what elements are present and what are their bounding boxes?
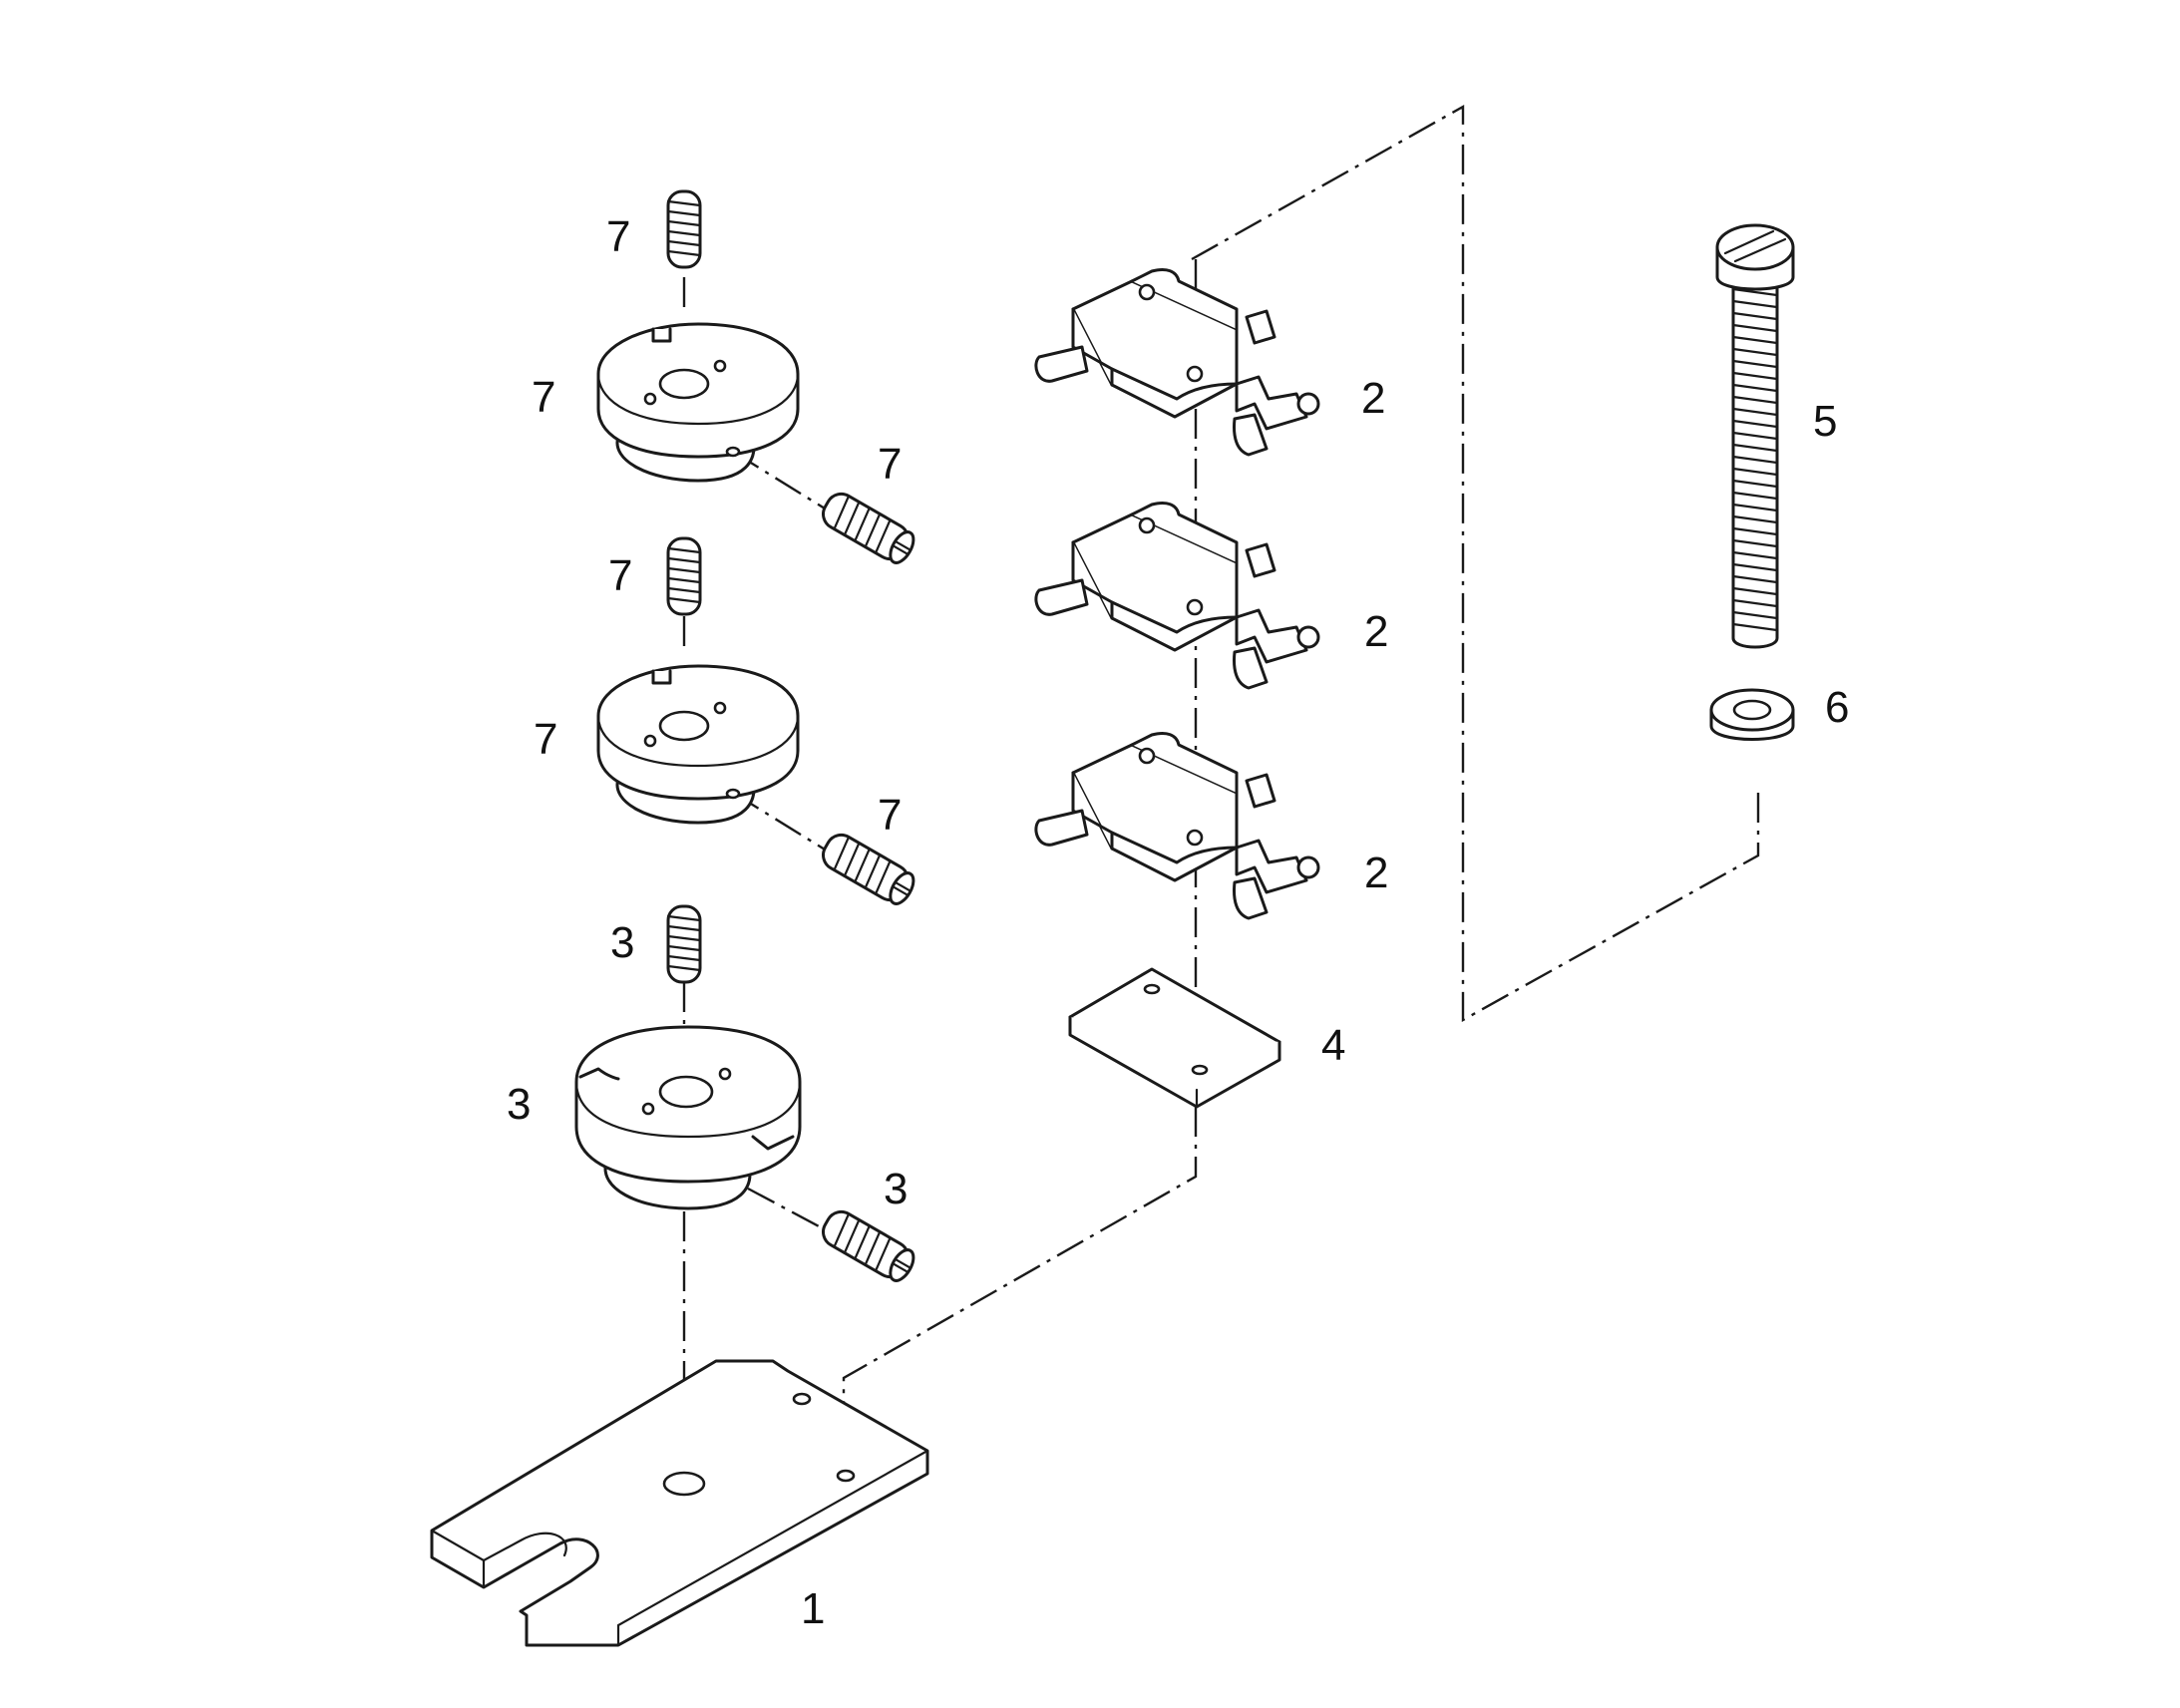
micro-switch-1 — [1034, 267, 1320, 457]
cam-lower — [574, 1025, 802, 1210]
callout-part-2: 2 — [1364, 849, 1388, 897]
callout-part-6: 6 — [1825, 683, 1849, 732]
callout-part-3: 3 — [507, 1080, 531, 1129]
callout-part-1: 1 — [801, 1584, 825, 1633]
cam-upper — [596, 322, 800, 483]
callout-part-7: 7 — [534, 715, 557, 764]
set-screws-vertical — [666, 189, 702, 984]
callout-labels: 1 2 2 2 3 3 3 4 5 6 7 7 7 7 7 7 — [507, 212, 1849, 1633]
callout-part-7: 7 — [878, 791, 902, 840]
callout-part-4: 4 — [1321, 1021, 1345, 1070]
washer — [1709, 688, 1795, 741]
callout-part-2: 2 — [1364, 607, 1388, 656]
micro-switch-2 — [1034, 501, 1320, 690]
callout-part-7: 7 — [606, 212, 630, 261]
micro-switch-3 — [1034, 731, 1320, 920]
insulating-plate — [1068, 967, 1281, 1109]
callout-part-3: 3 — [610, 918, 634, 967]
callout-part-7: 7 — [608, 551, 632, 600]
cam-middle — [596, 664, 800, 825]
callout-part-3: 3 — [884, 1165, 908, 1213]
callout-part-2: 2 — [1361, 374, 1385, 423]
set-screws-angled — [822, 492, 915, 1282]
cheese-head-screw — [1715, 223, 1795, 649]
callout-part-7: 7 — [878, 440, 902, 489]
callout-part-5: 5 — [1813, 397, 1837, 446]
callout-part-7: 7 — [532, 373, 555, 422]
base-plate — [430, 1359, 929, 1647]
